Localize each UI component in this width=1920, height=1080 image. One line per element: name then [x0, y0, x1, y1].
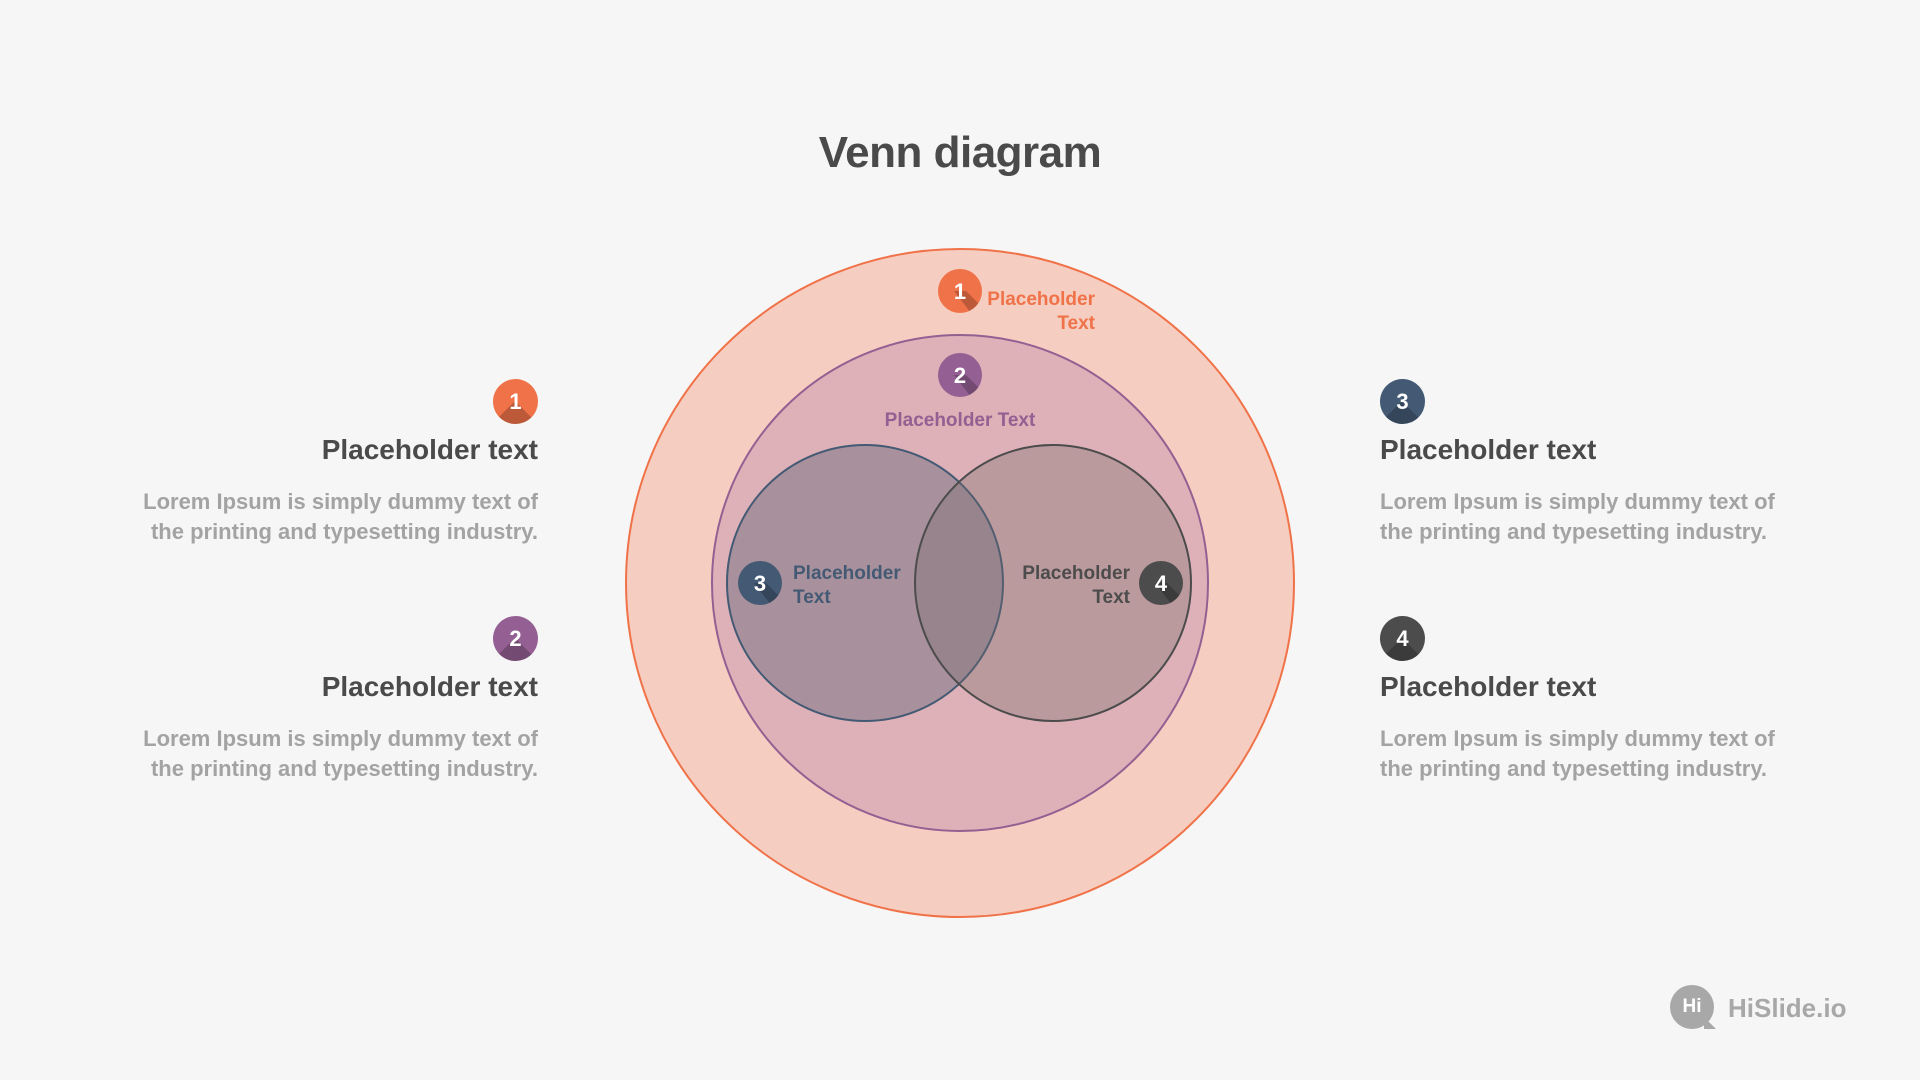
diagram-badge-4-number: 4 — [1155, 571, 1168, 596]
side-body-4-line1: Lorem Ipsum is simply dummy text of — [1380, 726, 1775, 751]
hislide-logo-icon: Hi — [1670, 985, 1716, 1029]
diagram-badge-3: 3 — [738, 561, 782, 605]
brand-name: HiSlide.io — [1728, 993, 1847, 1023]
side-item-1: 1 Placeholder text Lorem Ipsum is simply… — [118, 379, 538, 549]
diagram-label-1-line1: Placeholder — [987, 289, 1095, 310]
side-badge-2-number: 2 — [509, 626, 522, 651]
side-item-3: 3 Placeholder text Lorem Ipsum is simply… — [1380, 379, 1800, 549]
side-badge-1: 1 — [493, 379, 538, 424]
side-body-2: Lorem Ipsum is simply dummy text of the … — [118, 724, 538, 784]
side-badge-3: 3 — [1380, 379, 1425, 424]
side-badge-4-number: 4 — [1396, 626, 1409, 651]
diagram-label-2: Placeholder Text — [885, 410, 1036, 431]
side-body-1-line1: Lorem Ipsum is simply dummy text of — [143, 489, 538, 514]
diagram-badge-1-number: 1 — [954, 279, 966, 304]
side-badge-1-number: 1 — [509, 389, 522, 414]
side-badge-2: 2 — [493, 616, 538, 661]
side-heading-2: Placeholder text — [321, 671, 538, 702]
page-title: Venn diagram — [818, 128, 1102, 177]
diagram-label-4-line1: Placeholder — [1022, 563, 1130, 584]
diagram-badge-3-number: 3 — [754, 571, 766, 596]
side-item-2: 2 Placeholder text Lorem Ipsum is simply… — [118, 616, 538, 786]
side-heading-3: Placeholder text — [1380, 434, 1597, 465]
side-body-2-line1: Lorem Ipsum is simply dummy text of — [143, 726, 538, 751]
side-body-1-line2: the printing and typesetting industry. — [150, 519, 538, 544]
diagram-badge-2: 2 — [938, 353, 982, 397]
side-body-2-line2: the printing and typesetting industry. — [150, 756, 538, 781]
side-item-4: 4 Placeholder text Lorem Ipsum is simply… — [1380, 616, 1800, 786]
side-badge-3-number: 3 — [1396, 389, 1409, 414]
side-body-4: Lorem Ipsum is simply dummy text of the … — [1380, 724, 1800, 784]
middle-circle — [711, 334, 1209, 832]
side-heading-1: Placeholder text — [321, 434, 538, 465]
diagram-label-4-line2: Text — [1092, 587, 1130, 608]
diagram-label-1-line2: Text — [1057, 313, 1095, 334]
side-body-3-line2: the printing and typesetting industry. — [1380, 519, 1768, 544]
diagram-label-3-line2: Text — [793, 587, 831, 608]
diagram-badge-1: 1 — [938, 269, 982, 313]
side-body-4-line2: the printing and typesetting industry. — [1380, 756, 1768, 781]
side-body-3-line1: Lorem Ipsum is simply dummy text of — [1380, 489, 1775, 514]
side-heading-4: Placeholder text — [1380, 671, 1597, 702]
side-badge-4: 4 — [1380, 616, 1425, 661]
brand-badge-text: Hi — [1682, 996, 1702, 1017]
diagram-label-3-line1: Placeholder — [793, 563, 901, 584]
inner-right-circle — [914, 444, 1192, 722]
diagram-badge-4: 4 — [1139, 561, 1183, 605]
diagram-badge-2-number: 2 — [954, 363, 966, 388]
side-body-3: Lorem Ipsum is simply dummy text of the … — [1380, 487, 1800, 547]
side-body-1: Lorem Ipsum is simply dummy text of the … — [118, 487, 538, 547]
